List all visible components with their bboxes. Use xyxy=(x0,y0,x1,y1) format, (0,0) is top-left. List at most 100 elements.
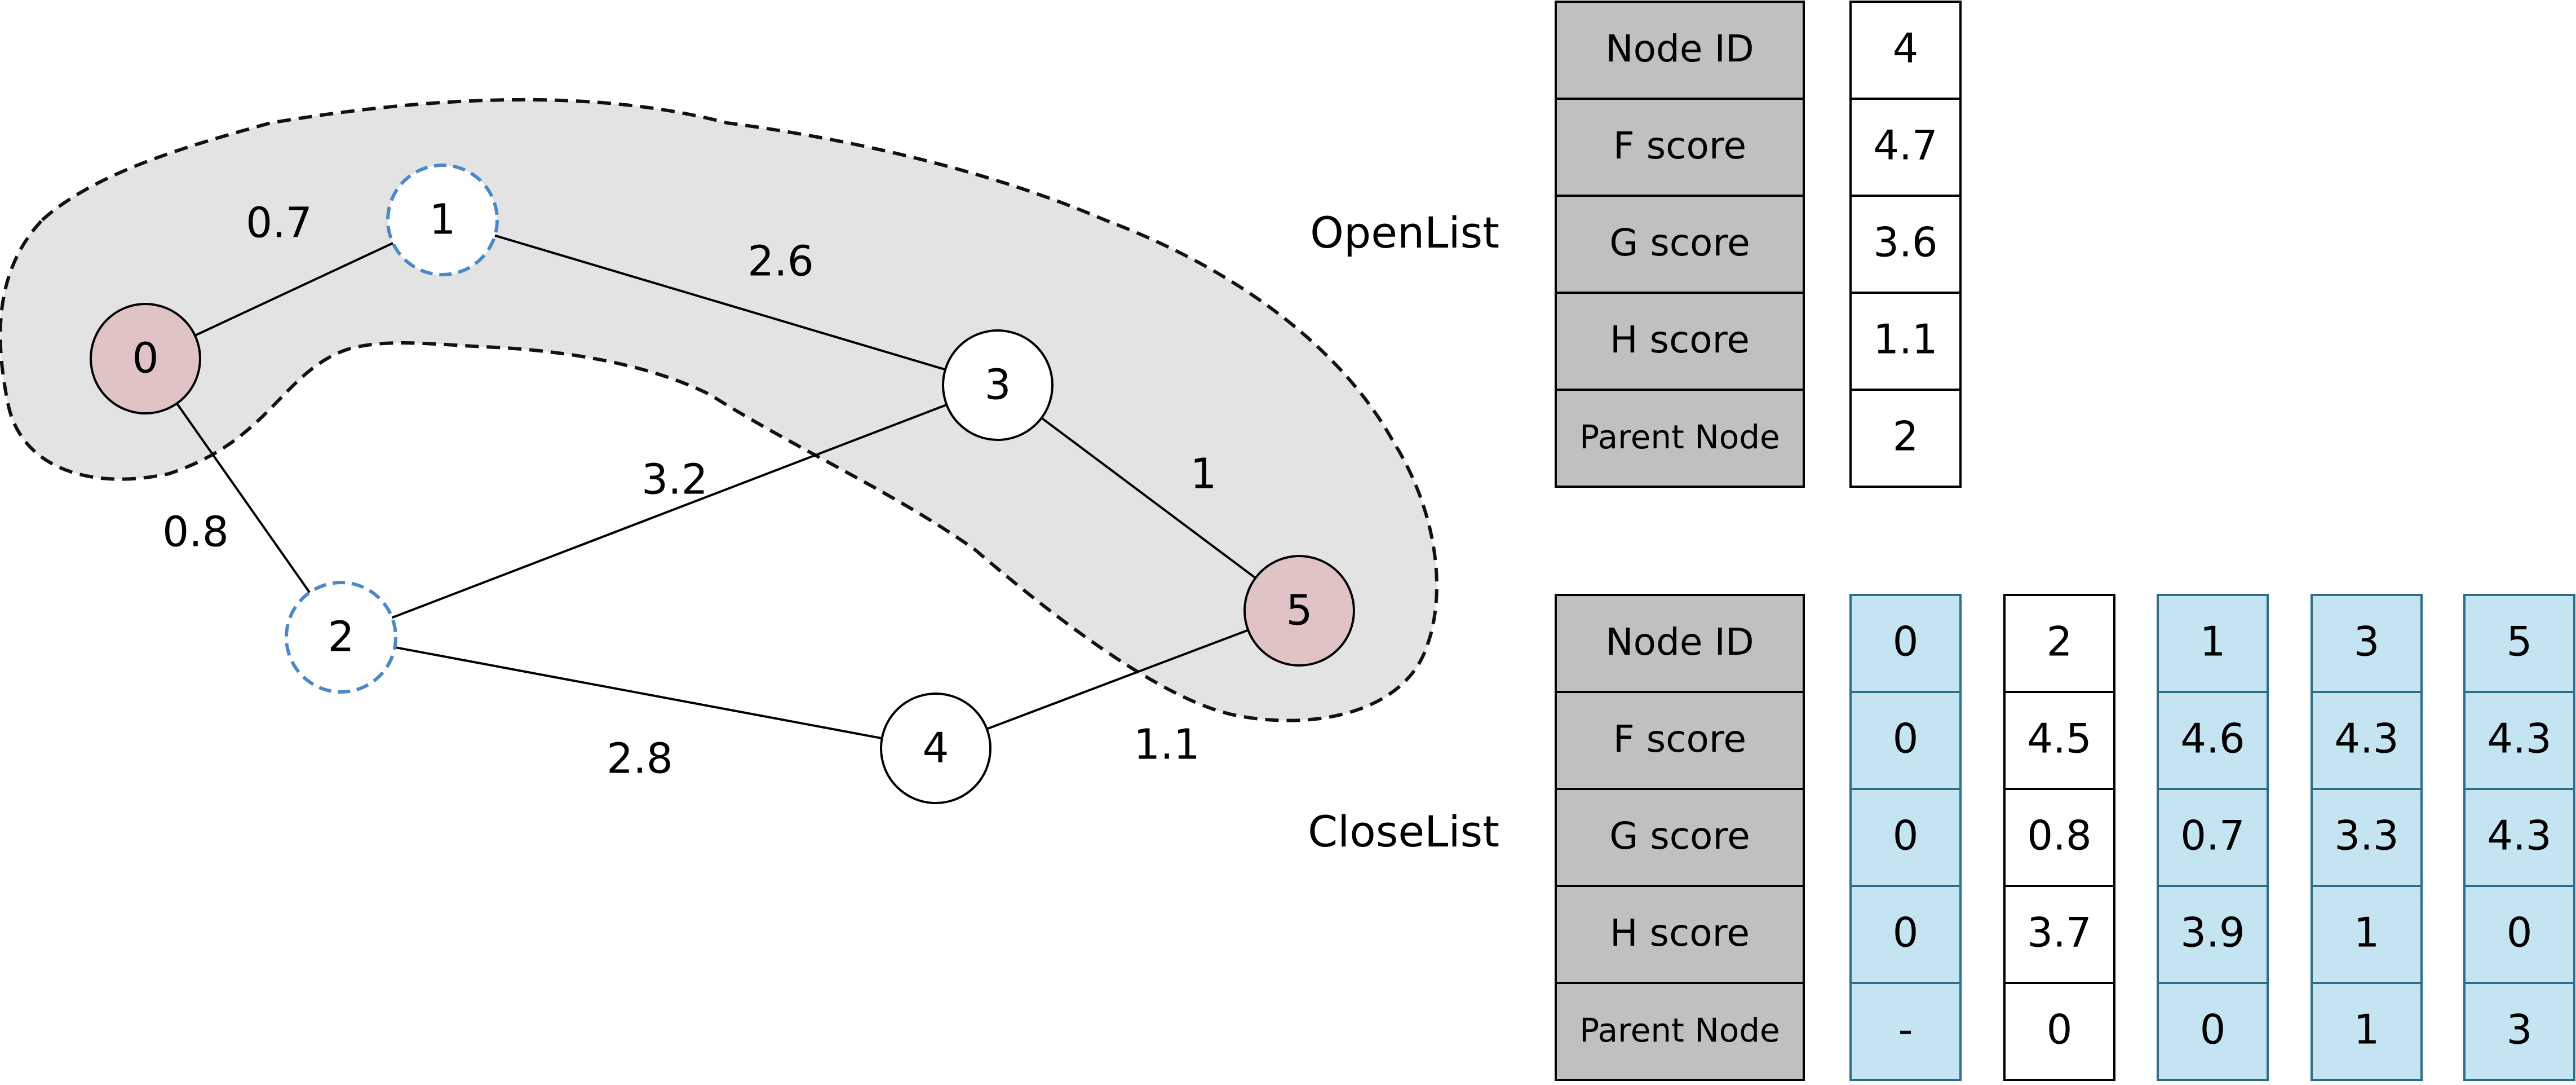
value-cell xyxy=(2003,691,2115,790)
value-cell xyxy=(2003,885,2115,984)
graph-node-1: 1 xyxy=(386,164,499,276)
row-header-cell xyxy=(1555,195,1805,294)
value-label: 4 xyxy=(1893,25,1919,72)
close-list-label: CloseList xyxy=(1308,806,1499,857)
edge-weight-label: 0.7 xyxy=(246,199,312,248)
row-header-label: Parent Node xyxy=(1579,1011,1780,1049)
entry-column: 44.73.61.12 xyxy=(1849,1,1962,488)
node-label: 2 xyxy=(327,613,354,661)
value-label: 1.1 xyxy=(1873,316,1938,363)
entry-column: 14.60.73.90 xyxy=(2157,594,2269,1081)
value-label: 0 xyxy=(2047,1006,2073,1053)
value-label: 3 xyxy=(2507,1006,2533,1053)
row-header-label: H score xyxy=(1610,911,1750,955)
value-label: 0 xyxy=(2200,1006,2226,1053)
row-header-label: Parent Node xyxy=(1579,418,1780,456)
value-cell xyxy=(1849,982,1962,1081)
value-label: 4.6 xyxy=(2180,715,2245,762)
value-label: - xyxy=(1898,1006,1913,1053)
edge-weight-label: 2.6 xyxy=(747,237,814,286)
row-header-cell xyxy=(1555,98,1805,197)
value-label: 2 xyxy=(2047,618,2073,665)
value-cell xyxy=(1849,691,1962,790)
value-cell xyxy=(2463,788,2575,887)
value-cell xyxy=(2157,982,2269,1081)
edge-2-3 xyxy=(391,403,948,619)
value-cell xyxy=(2463,691,2575,790)
value-label: 3.3 xyxy=(2334,812,2399,859)
row-header-label: H score xyxy=(1610,318,1750,361)
edge-weight-label: 3.2 xyxy=(641,456,708,504)
value-label: 0 xyxy=(1893,618,1919,665)
row-header-cell xyxy=(1555,788,1805,887)
value-label: 0 xyxy=(1893,909,1919,956)
open-list-table: OpenList Node ID F score G score H scorePare… xyxy=(1310,1,1962,488)
row-header-label: Node ID xyxy=(1605,27,1754,70)
row-header-label: G score xyxy=(1609,814,1750,858)
value-cell xyxy=(1849,389,1962,488)
value-cell xyxy=(2003,982,2115,1081)
value-label: 4.5 xyxy=(2027,715,2092,762)
row-header-label: F score xyxy=(1613,717,1746,761)
value-label: 3.9 xyxy=(2180,909,2245,956)
graph-node-0: 0 xyxy=(90,303,201,414)
edge-3-5 xyxy=(1041,417,1256,579)
node-circle xyxy=(880,693,992,804)
row-header-label: G score xyxy=(1609,221,1750,264)
node-label: 5 xyxy=(1286,586,1312,635)
edge-0-1 xyxy=(194,242,393,337)
node-label: 3 xyxy=(984,361,1011,409)
edge-weight-label: 1.1 xyxy=(1134,721,1200,769)
value-label: 3.6 xyxy=(1873,219,1938,266)
entry-column: 34.33.311 xyxy=(2311,594,2423,1081)
edge-1-3 xyxy=(494,234,946,371)
edge-2-4 xyxy=(394,646,883,740)
value-cell xyxy=(1849,1,1962,100)
value-cell xyxy=(2311,885,2423,984)
value-label: 4.3 xyxy=(2487,812,2552,859)
value-label: 0 xyxy=(1893,812,1919,859)
value-cell xyxy=(1849,98,1962,197)
row-header-label: Node ID xyxy=(1605,620,1754,664)
row-header-label: F score xyxy=(1613,124,1746,167)
graph-node-3: 3 xyxy=(942,329,1054,441)
node-circle xyxy=(90,303,201,414)
value-cell xyxy=(1849,292,1962,391)
value-cell xyxy=(1849,195,1962,294)
value-label: 1 xyxy=(2354,1006,2380,1053)
node-label: 4 xyxy=(922,724,949,773)
graph-node-2: 2 xyxy=(285,581,397,694)
open-list-label: OpenList xyxy=(1310,208,1499,258)
value-cell xyxy=(2463,982,2575,1081)
value-label: 0.8 xyxy=(2027,812,2092,859)
close-list-table: CloseList Node ID F score G score H scorePar… xyxy=(1308,594,2575,1081)
node-circle xyxy=(285,581,397,694)
explored-path-region xyxy=(0,98,1439,722)
row-header-cell xyxy=(1555,292,1805,391)
graph-node-5: 5 xyxy=(1243,555,1355,667)
value-label: 1 xyxy=(2200,618,2226,665)
value-label: 0 xyxy=(2507,909,2533,956)
value-cell xyxy=(2311,982,2423,1081)
value-cell xyxy=(2157,691,2269,790)
value-label: 1 xyxy=(2354,909,2380,956)
graph-node-4: 4 xyxy=(880,693,992,804)
row-header-cell xyxy=(1555,1,1805,100)
row-header-cell xyxy=(1555,885,1805,984)
value-label: 4.7 xyxy=(1873,122,1938,169)
value-cell xyxy=(1849,788,1962,887)
entry-column: 2 4.5 0.8 3.7 0 xyxy=(2003,594,2115,1081)
value-cell xyxy=(2157,594,2269,693)
node-circle xyxy=(1243,555,1355,667)
value-label: 3.7 xyxy=(2027,909,2092,956)
edge-0-2 xyxy=(176,403,311,593)
node-circle xyxy=(942,329,1054,441)
edge-weight-label: 0.8 xyxy=(162,508,229,557)
edge-weight-label: 1 xyxy=(1190,450,1216,499)
node-circle xyxy=(386,164,499,276)
value-cell xyxy=(1849,594,1962,693)
value-cell xyxy=(2463,594,2575,693)
value-label: 3 xyxy=(2354,618,2380,665)
value-cell xyxy=(2003,594,2115,693)
